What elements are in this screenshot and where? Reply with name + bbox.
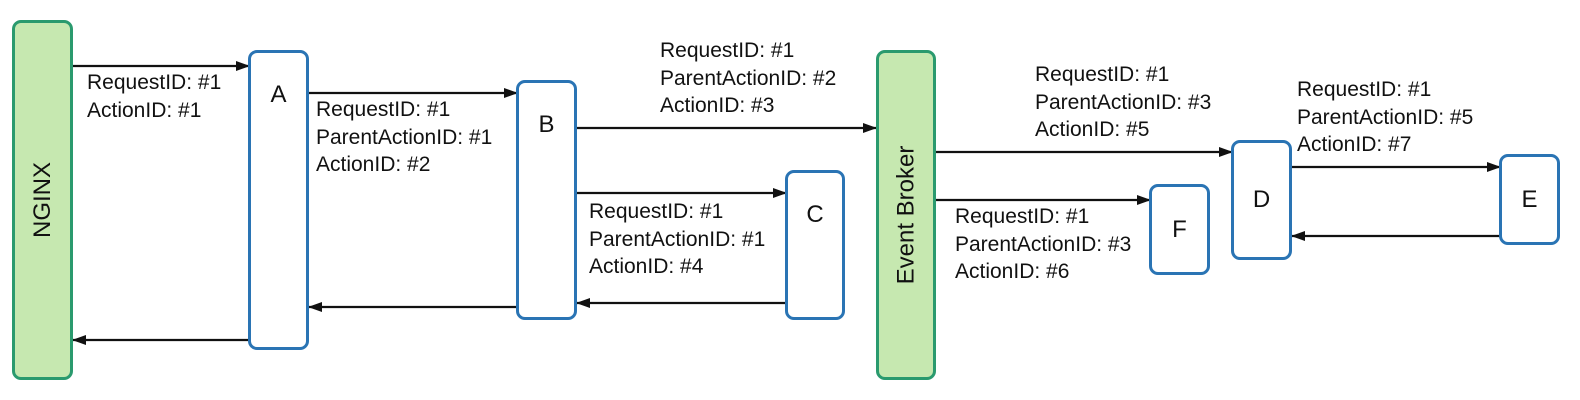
label-line: RequestID: #1 [316,98,451,121]
node-f-label: F [1172,215,1187,243]
label-line: ActionID: #6 [955,260,1070,283]
node-a: A [248,50,309,350]
label-line: ActionID: #4 [589,255,704,278]
node-event-broker-label: Event Broker [892,145,920,285]
node-f: F [1149,184,1210,275]
label-broker-to-f: RequestID: #1 ParentActionID: #3 ActionI… [955,203,1131,286]
label-line: ActionID: #2 [316,153,431,176]
node-d-label: D [1252,186,1271,213]
label-line: RequestID: #1 [589,200,724,223]
node-d: D [1231,140,1292,260]
label-line: ParentActionID: #1 [316,125,493,149]
label-line: RequestID: #1 [660,39,795,62]
label-a-to-b: RequestID: #1 ParentActionID: #1 ActionI… [316,96,492,179]
label-line: RequestID: #1 [955,205,1090,228]
label-d-to-e: RequestID: #1 ParentActionID: #5 ActionI… [1297,76,1473,159]
label-broker-to-d: RequestID: #1 ParentActionID: #3 ActionI… [1035,61,1211,144]
label-line: ParentActionID: #2 [660,66,837,90]
label-line: ActionID: #7 [1297,133,1412,156]
label-b-to-broker: RequestID: #1 ParentActionID: #2 ActionI… [660,37,836,120]
node-event-broker: Event Broker [876,50,936,380]
label-line: ParentActionID: #5 [1297,105,1474,129]
label-line: ActionID: #1 [87,98,202,122]
node-c: C [785,170,845,320]
label-line: RequestID: #1 [1297,78,1432,101]
node-c-label: C [806,201,824,228]
node-e: E [1499,154,1560,245]
label-line: ParentActionID: #3 [1035,90,1212,114]
node-nginx-label: NGINX [28,161,56,239]
label-line: RequestID: #1 [1035,63,1170,86]
node-b: B [516,80,577,320]
label-b-to-c: RequestID: #1 ParentActionID: #1 ActionI… [589,198,765,281]
label-line: RequestID: #1 [87,71,222,94]
node-b-label: B [538,111,555,138]
node-nginx: NGINX [12,20,73,380]
label-line: ActionID: #5 [1035,118,1150,141]
node-a-label: A [270,81,287,108]
label-nginx-to-a: RequestID: #1 ActionID: #1 [87,69,221,124]
node-e-label: E [1521,185,1538,213]
label-line: ParentActionID: #3 [955,232,1132,256]
label-line: ActionID: #3 [660,94,775,117]
label-line: ParentActionID: #1 [589,227,766,251]
